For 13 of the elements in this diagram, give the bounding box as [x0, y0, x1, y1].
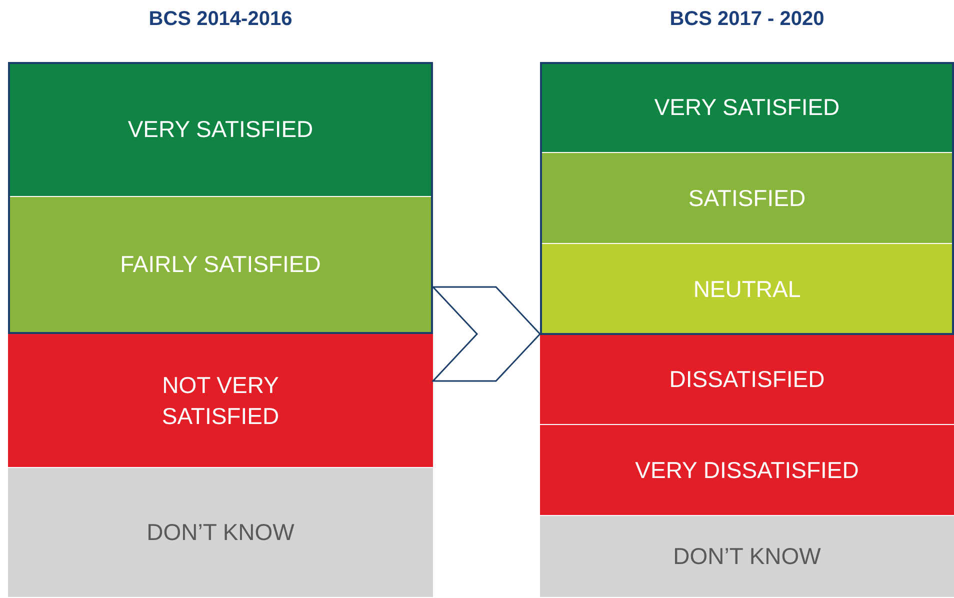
category-box: DON’T KNOW [8, 468, 433, 598]
category-box: DISSATISFIED [540, 335, 954, 425]
category-box: FAIRLY SATISFIED [8, 197, 433, 333]
category-box: VERY SATISFIED [540, 62, 954, 153]
chevron-arrow [431, 286, 542, 382]
category-box: VERY DISSATISFIED [540, 425, 954, 516]
category-box: VERY SATISFIED [8, 62, 433, 197]
category-box: DON’T KNOW [540, 516, 954, 598]
category-box: NOT VERY SATISFIED [8, 334, 433, 468]
category-box: NEUTRAL [540, 244, 954, 335]
category-box: SATISFIED [540, 153, 954, 244]
column-heading: BCS 2014-2016 [148, 8, 294, 31]
column-heading: BCS 2017 - 2020 [668, 8, 826, 31]
